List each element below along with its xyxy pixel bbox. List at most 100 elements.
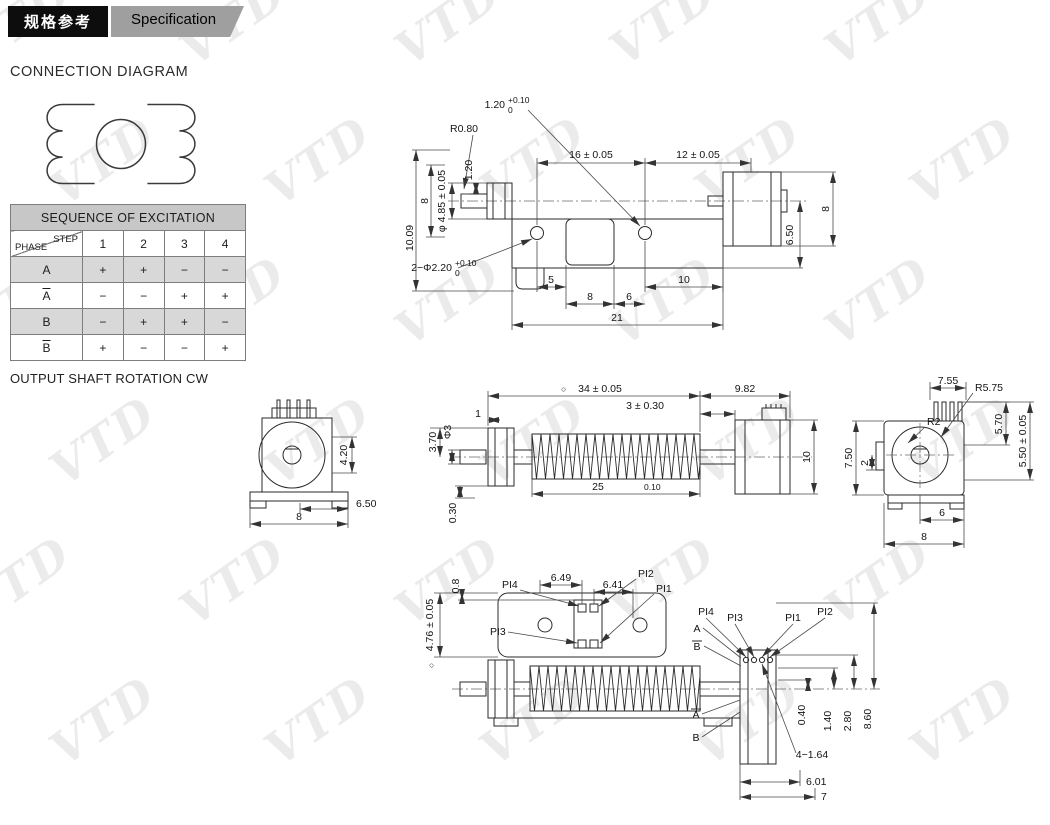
roundness-symbol: ○ (429, 660, 434, 670)
dim-side-w1: 1 (475, 408, 481, 420)
drawing-leadscrew-side-view: ○ 34 ± 0.05 9.82 3.70 Φ3 1 3 ± 0.30 25 0… (427, 383, 818, 523)
rotor-symbol (95, 118, 147, 170)
dim-front-w8: 8 (296, 511, 302, 523)
dim-side-w3: 3 ± 0.30 (626, 400, 664, 412)
excitation-value-cell: + (82, 334, 124, 361)
dim-top-h8: 8 (419, 198, 431, 204)
excitation-header-row: STEP PHASE 1 2 3 4 (10, 230, 246, 257)
dim-bottom-h860: 8.60 (862, 709, 874, 730)
dim-end-w6: 6 (939, 507, 945, 519)
dim-side-h030: 0.30 (447, 503, 459, 524)
excitation-value-cell: − (122, 334, 165, 361)
pin-label-pi3: PI3 (490, 626, 506, 638)
dim-top-motor-span: 12 ± 0.05 (676, 149, 720, 161)
dim-top-holes: 2−Φ2.20 (411, 262, 452, 274)
dim-end-r2: R2 (927, 416, 941, 428)
excitation-value-cell: − (122, 282, 165, 309)
excitation-value-cell: − (163, 256, 206, 283)
phase-row-a-bar: A − − + + (10, 282, 246, 309)
phase-b-bar-lead-label: B (693, 641, 700, 653)
excitation-table-title: SEQUENCE OF EXCITATION (10, 204, 246, 231)
step-column-2: 2 (122, 230, 165, 257)
phase-a-lead-label: A (693, 623, 700, 635)
dim-end-r575: R5.75 (975, 382, 1003, 394)
dim-top-h120: 1.20 (463, 160, 475, 181)
dim-end-h550: 5.50 ± 0.05 (1017, 415, 1029, 468)
dim-front-w650: 6.50 (356, 498, 377, 510)
phase-a-bar-lead-label: A (692, 709, 699, 721)
dim-side-w982: 9.82 (735, 383, 756, 395)
dim-bottom-h476: 4.76 ± 0.05 (424, 599, 436, 652)
dim-top-lead-tol-up: +0.10 (508, 95, 530, 105)
pin-label-pi1: PI1 (656, 583, 672, 595)
dim-side-dia3: Φ3 (442, 425, 454, 439)
dim-side-w25: 25 (592, 481, 604, 493)
dim-top-lead: 1.20 (485, 99, 506, 111)
pin-label-pi1-detail: PI1 (785, 612, 801, 624)
excitation-value-cell: + (122, 308, 165, 335)
step-phase-corner-cell: STEP PHASE (10, 230, 83, 257)
pin-label-pi4-detail: PI4 (698, 606, 714, 618)
excitation-value-cell: − (204, 308, 246, 335)
dim-side-h370: 3.70 (427, 432, 439, 453)
phase-name-cell: A (10, 256, 83, 283)
title-chinese: 规格参考 (8, 6, 109, 37)
dim-end-h570: 5.70 (993, 414, 1005, 435)
page-header: 规格参考 Specification (8, 6, 244, 37)
dim-end-h2: 2 (859, 460, 871, 466)
dim-top-h1009: 10.09 (404, 225, 416, 251)
step-column-3: 3 (163, 230, 206, 257)
dim-bottom-w649: 6.49 (551, 572, 572, 584)
dim-front-h420: 4.20 (338, 445, 350, 466)
phase-row-b: B − + + − (10, 308, 246, 335)
excitation-value-cell: + (82, 256, 124, 283)
dim-top-lead-tol-dn: 0 (508, 105, 513, 115)
coil-b-symbol (147, 103, 196, 185)
excitation-value-cell: + (122, 256, 165, 283)
excitation-value-cell: + (163, 282, 206, 309)
step-column-1: 1 (82, 230, 124, 257)
dim-end-w755: 7.55 (938, 375, 959, 387)
phase-b-lead-label: B (692, 732, 699, 744)
dim-top-holes-tol-dn: 0 (455, 268, 460, 278)
dim-side-tol010: 0.10 (644, 482, 661, 492)
excitation-value-cell: − (82, 308, 124, 335)
drawing-bottom-views: 4.76 ± 0.05 ○ 0.8 PI4 6.49 6.41 PI2 PI1 … (424, 568, 880, 803)
drawing-top-assembly-side-view: 1.20 +0.10 0 R0.80 16 ± 0.05 12 ± 0.05 φ… (404, 95, 836, 330)
excitation-value-cell: − (163, 334, 206, 361)
dim-bottom-w601: 6.01 (806, 776, 827, 788)
dim-top-w21: 21 (611, 312, 623, 324)
dim-side-len34: 34 ± 0.05 (578, 383, 622, 395)
table-title-row: SEQUENCE OF EXCITATION (10, 204, 246, 231)
phase-row-b-bar: B + − − + (10, 334, 246, 361)
phase-name-cell: A (10, 282, 83, 309)
dim-end-w8: 8 (921, 531, 927, 543)
dim-bottom-w641: 6.41 (603, 579, 624, 591)
pin-label-pi4: PI4 (502, 579, 518, 591)
dim-top-h650: 6.50 (784, 225, 796, 246)
dim-bottom-h08: 0.8 (450, 579, 462, 594)
connection-diagram-figure (46, 103, 196, 185)
phase-label: PHASE (15, 242, 48, 253)
excitation-value-cell: + (163, 308, 206, 335)
left-column: CONNECTION DIAGRAM SEQUENCE OF EXCITATIO… (10, 64, 246, 386)
drawing-motor-end-view: R5.75 R2 7.55 5.70 5.50 ± 0.05 7.50 2 6 … (843, 375, 1034, 548)
roundness-symbol: ○ (561, 384, 566, 394)
coil-a-symbol (46, 103, 95, 185)
dim-end-h750: 7.50 (843, 448, 855, 469)
dim-top-w6: 6 (626, 291, 632, 303)
excitation-value-cell: + (204, 334, 246, 361)
phase-row-a: A + + − − (10, 256, 246, 283)
dim-top-shaft-dia: φ 4.85 ± 0.05 (436, 170, 448, 232)
dim-bottom-w7: 7 (821, 791, 827, 803)
dim-bottom-holes: 4−1.64 (796, 749, 829, 761)
dim-bottom-h140: 1.40 (822, 711, 834, 732)
step-label: STEP (53, 234, 78, 245)
pin-label-pi3-detail: PI3 (727, 612, 743, 624)
dim-top-tip-radius: R0.80 (450, 123, 478, 135)
step-column-4: 4 (204, 230, 246, 257)
excitation-table: SEQUENCE OF EXCITATION STEP PHASE 1 2 3 … (10, 204, 246, 361)
excitation-value-cell: + (204, 282, 246, 309)
